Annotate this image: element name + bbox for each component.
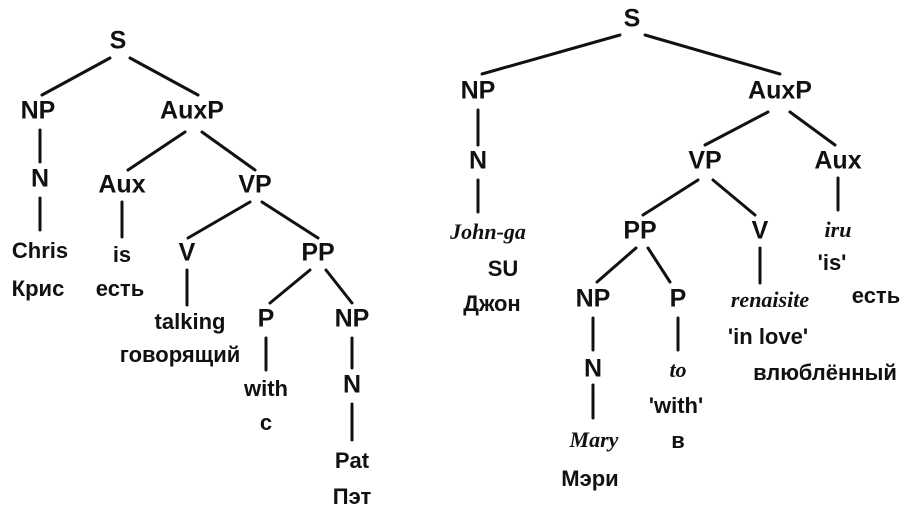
right-tree-edges <box>476 33 840 420</box>
edge <box>126 130 187 172</box>
node-p: P <box>258 305 275 333</box>
word-renaisite-ru: влюблённый <box>753 360 897 385</box>
edge <box>128 56 200 97</box>
word-john-ga: John-ga <box>449 219 526 244</box>
node-n: N <box>31 165 49 193</box>
word-is-ru: есть <box>96 276 144 301</box>
node-aux: Aux <box>814 147 861 175</box>
node-n: N <box>584 355 602 383</box>
word-iru-gloss: 'is' <box>818 250 847 275</box>
word-renaisite: renaisite <box>731 287 809 312</box>
edge <box>324 268 354 305</box>
word-chris-ru: Крис <box>12 276 65 301</box>
edge <box>480 33 622 76</box>
node-np: NP <box>461 77 496 105</box>
word-su: SU <box>488 256 519 281</box>
node-np: NP <box>335 305 370 333</box>
node-vp: VP <box>688 147 721 175</box>
word-iru: iru <box>825 217 852 242</box>
word-with: with <box>243 376 288 401</box>
node-v: V <box>179 239 196 267</box>
node-n: N <box>343 371 361 399</box>
word-to-gloss: 'with' <box>649 393 703 418</box>
edge <box>260 200 320 240</box>
edge <box>40 56 112 97</box>
word-talking: talking <box>155 309 226 334</box>
edge <box>703 110 770 147</box>
node-pp: PP <box>301 239 334 267</box>
node-v: V <box>752 217 769 245</box>
node-pp: PP <box>623 217 656 245</box>
node-p: P <box>670 285 687 313</box>
edge <box>788 110 837 147</box>
node-auxp: AuxP <box>160 97 224 125</box>
word-pat: Pat <box>335 448 370 473</box>
left-tree: S NP AuxP N Aux VP V PP P NP N Chris Кри… <box>12 27 372 509</box>
edge <box>200 130 257 172</box>
node-s: S <box>624 5 641 33</box>
word-with-ru: с <box>260 410 272 435</box>
node-aux: Aux <box>98 171 145 199</box>
edge <box>186 200 252 240</box>
word-iru-ru: есть <box>852 283 900 308</box>
right-tree: S NP AuxP N VP Aux PP V NP P N John-ga S… <box>449 5 900 491</box>
node-np: NP <box>576 285 611 313</box>
node-n: N <box>469 147 487 175</box>
word-to-ru: в <box>671 428 685 453</box>
word-mary: Mary <box>569 427 619 452</box>
left-tree-edges <box>38 56 354 442</box>
word-to: to <box>669 357 686 382</box>
word-pat-ru: Пэт <box>333 484 372 509</box>
word-talking-ru: говорящий <box>120 342 241 367</box>
edge <box>646 246 672 284</box>
node-np: NP <box>21 97 56 125</box>
node-vp: VP <box>238 171 271 199</box>
edge <box>643 33 782 76</box>
edge <box>641 178 700 217</box>
edge <box>711 178 757 217</box>
word-mary-ru: Мэри <box>561 466 618 491</box>
node-s: S <box>110 27 127 55</box>
edge <box>268 268 312 305</box>
edge <box>595 246 638 284</box>
word-john-ru: Джон <box>463 291 520 316</box>
word-chris: Chris <box>12 238 68 263</box>
word-renaisite-gloss: 'in love' <box>728 324 808 349</box>
node-auxp: AuxP <box>748 77 812 105</box>
word-is: is <box>113 242 131 267</box>
